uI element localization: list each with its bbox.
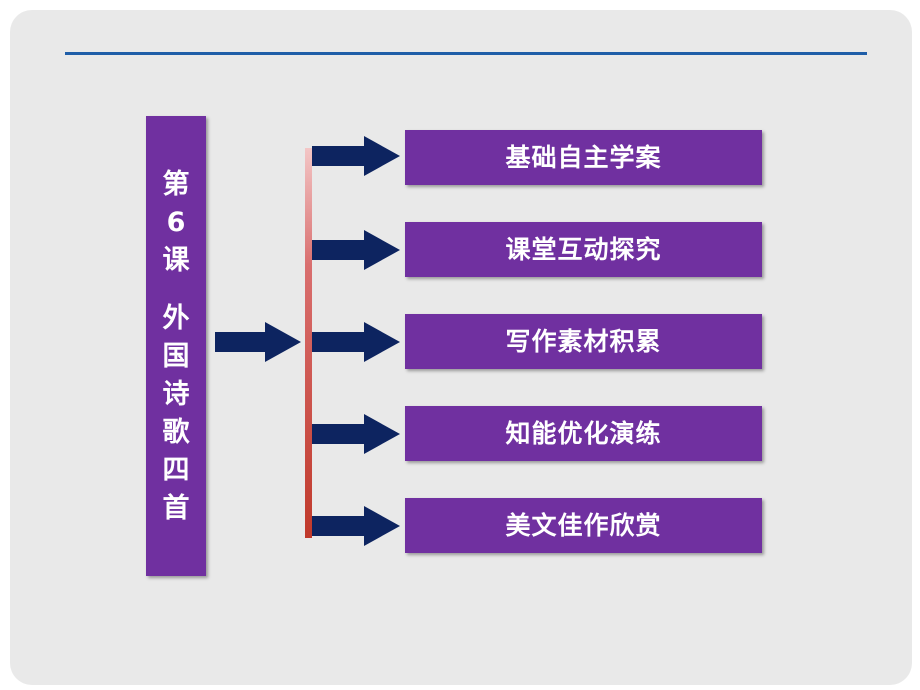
branch-arrow-icon [312, 230, 400, 270]
slide: 第 6 课 外 国 诗 歌 四 首 基础自主学案 课堂互动探究 写作素材积累 知… [10, 10, 912, 685]
section-link-essay-appreciation[interactable]: 美文佳作欣赏 [405, 498, 762, 553]
branch-arrow-icon [312, 414, 400, 454]
title-char: 国 [162, 341, 190, 372]
connector-line [305, 148, 312, 538]
branch-arrow-icon [312, 506, 400, 546]
title-char: 四 [162, 455, 190, 486]
main-arrow-icon [215, 322, 301, 362]
title-char: 6 [166, 207, 186, 238]
title-char: 首 [162, 493, 190, 524]
section-link-basic-study[interactable]: 基础自主学案 [405, 130, 762, 185]
title-char: 歌 [162, 417, 190, 448]
title-char: 诗 [162, 379, 190, 410]
section-link-classroom-inquiry[interactable]: 课堂互动探究 [405, 222, 762, 277]
section-link-practice[interactable]: 知能优化演练 [405, 406, 762, 461]
branch-arrow-icon [312, 322, 400, 362]
lesson-title: 第 6 课 外 国 诗 歌 四 首 [146, 166, 206, 528]
lesson-title-box: 第 6 课 外 国 诗 歌 四 首 [146, 116, 206, 576]
section-link-writing-material[interactable]: 写作素材积累 [405, 314, 762, 369]
title-char: 第 [162, 169, 190, 200]
title-char: 课 [162, 245, 190, 276]
branch-arrow-icon [312, 136, 400, 176]
title-char: 外 [162, 303, 190, 334]
top-rule [65, 52, 867, 55]
